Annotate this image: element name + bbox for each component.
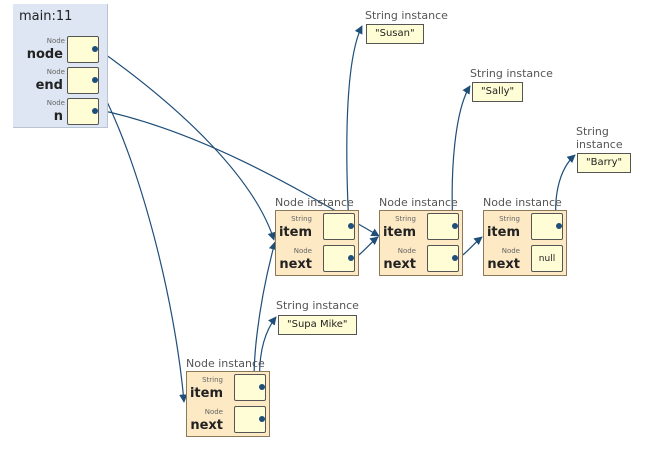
var-name: n — [53, 109, 63, 124]
field-name: next — [190, 418, 223, 433]
var-type: Node — [46, 99, 65, 107]
node-instance-label: Node instance — [379, 196, 458, 209]
string-instance-label-line1: String — [576, 125, 609, 138]
field-item: String item — [484, 212, 566, 243]
field-type: Node — [293, 247, 312, 255]
reference-slot[interactable] — [323, 213, 355, 240]
reference-slot[interactable] — [323, 245, 355, 272]
field-next: Node next — [380, 244, 462, 275]
field-type: String — [291, 215, 312, 223]
reference-slot[interactable] — [234, 406, 266, 433]
var-n: Node n — [13, 97, 104, 128]
node-instance-susan[interactable]: String item Node next — [275, 210, 359, 276]
node-instance-label: Node instance — [275, 196, 354, 209]
string-instance-label: String instance — [365, 9, 448, 22]
field-type: String — [499, 215, 520, 223]
pointer-dot — [556, 223, 562, 229]
reference-slot[interactable] — [67, 67, 99, 94]
field-name: next — [487, 257, 520, 272]
field-name: item — [189, 386, 223, 401]
reference-slot[interactable] — [67, 98, 99, 125]
string-sally[interactable]: "Sally" — [472, 82, 524, 102]
node-instance-label: Node instance — [483, 196, 562, 209]
string-instance-label-line2: instance — [576, 138, 623, 151]
field-name: item — [486, 225, 520, 240]
string-instance-label: String instance — [276, 299, 359, 312]
string-barry[interactable]: "Barry" — [577, 153, 632, 173]
field-type: String — [395, 215, 416, 223]
field-name: next — [383, 257, 416, 272]
arrow-node-to-susan-node — [94, 46, 276, 241]
var-name: end — [35, 78, 63, 93]
field-next: Node next — [276, 244, 358, 275]
node-instance-sally[interactable]: String item Node next — [379, 210, 463, 276]
node-instance-barry[interactable]: String item Node next null — [483, 210, 567, 276]
field-next: Node next null — [484, 244, 566, 275]
field-next: Node next — [187, 405, 269, 436]
var-type: Node — [46, 68, 65, 76]
stack-frame-main: main:11 Node node Node end Node n — [13, 4, 108, 128]
null-slot[interactable]: null — [531, 245, 563, 272]
field-name: item — [278, 225, 312, 240]
field-type: Node — [397, 247, 416, 255]
field-type: Node — [501, 247, 520, 255]
field-item: String item — [187, 373, 269, 404]
string-supa-mike[interactable]: "Supa Mike" — [278, 315, 357, 335]
field-type: Node — [204, 408, 223, 416]
pointer-dot — [259, 416, 265, 422]
pointer-dot — [348, 255, 354, 261]
field-name: item — [382, 225, 416, 240]
pointer-dot — [259, 384, 265, 390]
null-value: null — [538, 254, 556, 264]
field-item: String item — [380, 212, 462, 243]
pointer-dot — [92, 108, 98, 114]
string-susan[interactable]: "Susan" — [366, 24, 424, 44]
field-type: String — [202, 376, 223, 384]
reference-slot[interactable] — [67, 36, 99, 63]
reference-slot[interactable] — [427, 213, 459, 240]
reference-slot[interactable] — [234, 374, 266, 401]
arrow-susan-item-to-string — [346, 25, 363, 229]
field-name: next — [279, 257, 312, 272]
arrow-sally-item-to-string — [451, 85, 471, 229]
pointer-dot — [348, 223, 354, 229]
node-instance-supa-mike[interactable]: String item Node next — [186, 371, 270, 437]
arrow-end-to-supa-node — [94, 77, 188, 403]
var-node: Node node — [13, 35, 104, 66]
reference-slot[interactable] — [531, 213, 563, 240]
pointer-dot — [452, 255, 458, 261]
string-instance-label: String instance — [470, 67, 553, 80]
reference-slot[interactable] — [427, 245, 459, 272]
var-end: Node end — [13, 66, 104, 97]
pointer-dot — [452, 223, 458, 229]
pointer-dot — [92, 46, 98, 52]
var-name: node — [26, 47, 63, 62]
field-item: String item — [276, 212, 358, 243]
frame-title: main:11 — [19, 9, 73, 24]
node-instance-label: Node instance — [186, 357, 265, 370]
pointer-dot — [92, 77, 98, 83]
var-type: Node — [46, 37, 65, 45]
